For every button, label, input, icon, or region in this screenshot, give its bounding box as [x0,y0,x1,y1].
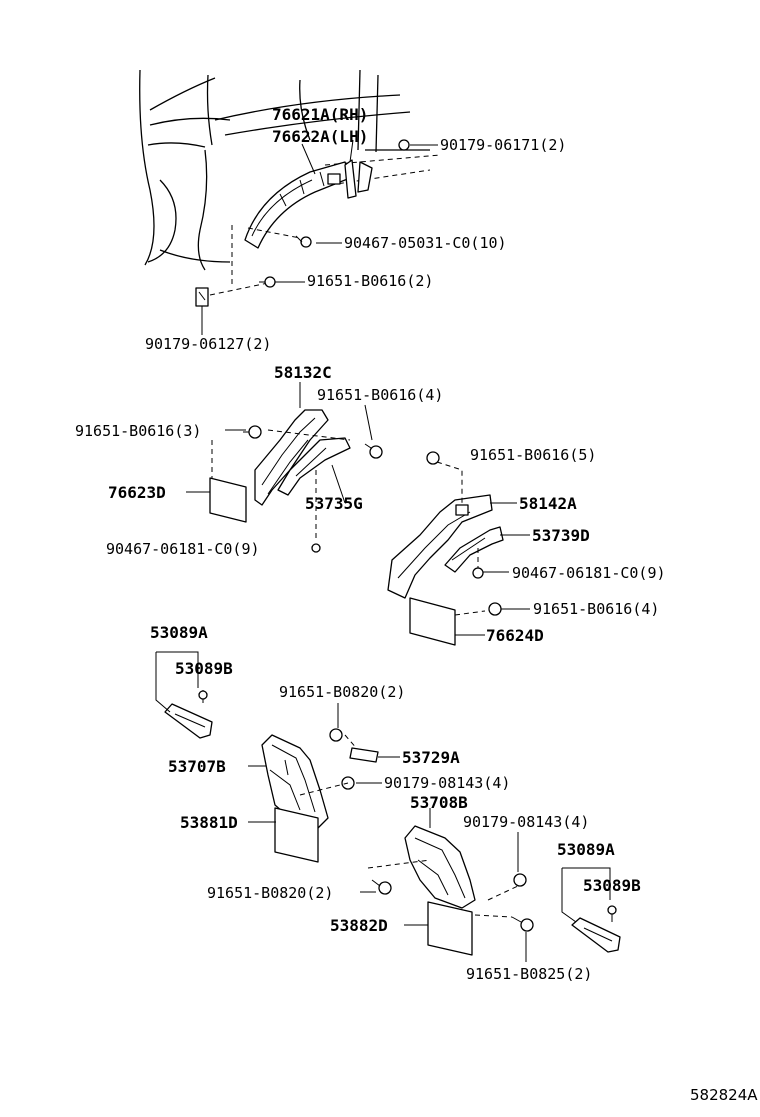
label-53708B: 53708B [410,793,468,812]
label-91651-B0616-2: 91651-B0616(2) [307,272,433,290]
label-90179-06171: 90179-06171(2) [440,136,566,154]
label-90179-06127: 90179-06127(2) [145,335,271,353]
label-53707B: 53707B [168,757,226,776]
label-58132C: 58132C [274,363,332,382]
label-91651-B0616-3: 91651-B0616(3) [75,422,201,440]
vehicle-body-panel [139,69,441,271]
label-53089A-a: 53089A [150,623,208,642]
label-76624D: 76624D [486,626,544,645]
label-90179-08143-a: 90179-08143(4) [384,774,510,792]
splash-shield-53708B [404,825,476,909]
mudguard-bracket-58142A [387,494,504,599]
mudflap-53881D [274,807,319,863]
mudflap-53882D [427,901,473,956]
mudflap-76623D [209,477,247,523]
label-90467-06181-a: 90467-06181-C0(9) [106,540,260,558]
fender-fasteners [195,139,410,307]
label-76621A: 76621A(RH) [272,105,368,124]
label-90467-06181-b: 90467-06181-C0(9) [512,564,666,582]
label-53089B-b: 53089B [583,876,641,895]
label-91651-B0825: 91651-B0825(2) [466,965,592,983]
label-53739D: 53739D [532,526,590,545]
mudflap-76624D [409,597,456,646]
part-labels: 76621A(RH) 76622A(LH) 90179-06171(2) 904… [75,105,758,1104]
fender-leaders [201,139,438,335]
label-53735G: 53735G [305,494,363,513]
label-53881D: 53881D [180,813,238,832]
label-58142A: 58142A [519,494,577,513]
mudguard-bracket-58132C [254,409,351,506]
label-76623D: 76623D [108,483,166,502]
mudguard-left-leaders [186,382,373,540]
splash-shield-53707B [261,734,329,829]
label-91651-B0616-4b: 91651-B0616(4) [533,600,659,618]
splash-shield-left-leaders [248,703,400,823]
clip-53089-right [571,905,621,953]
label-91651-B0616-5: 91651-B0616(5) [470,446,596,464]
fender-flare-part [244,159,373,249]
splash-shield-right-leaders [360,808,534,962]
mudguard-left-fasteners [243,425,383,553]
label-91651-B0820-a: 91651-B0820(2) [279,683,405,701]
mudguard-right-leaders [436,461,530,636]
label-53089B-a: 53089B [175,659,233,678]
label-53089A-b: 53089A [557,840,615,859]
clip-53089-left [164,690,213,739]
diagram-id: 582824A [690,1086,758,1104]
label-53729A: 53729A [402,748,460,767]
clip-53089-right-leaders [561,867,611,923]
label-90467-05031: 90467-05031-C0(10) [344,234,507,252]
label-91651-B0820-b: 91651-B0820(2) [207,884,333,902]
label-91651-B0616-4a: 91651-B0616(4) [317,386,443,404]
mudguard-right-fasteners [426,451,502,616]
label-90179-08143-b: 90179-08143(4) [463,813,589,831]
label-76622A: 76622A(LH) [272,127,368,146]
label-53882D: 53882D [330,916,388,935]
clip-53089-left-leaders [155,651,199,713]
